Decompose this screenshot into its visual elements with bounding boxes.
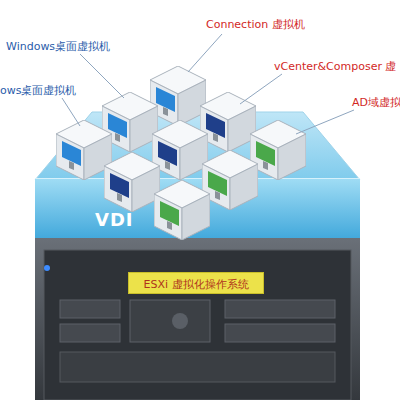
callout-label: vCenter&Composer 虚: [274, 60, 396, 73]
callout-label: AD域虚拟: [352, 96, 400, 109]
vm-cube: [150, 66, 206, 126]
server-panel: [44, 250, 351, 400]
power-button: [172, 313, 188, 329]
callout-label: Connection 虚拟机: [206, 18, 305, 31]
leader-line: [62, 98, 80, 126]
leader-line: [296, 110, 354, 134]
led: [44, 265, 50, 271]
drive-bay: [225, 300, 335, 318]
callout-label: Windows桌面虚拟机: [6, 40, 110, 53]
vm-cube: [152, 120, 208, 180]
drive-bay: [130, 300, 210, 342]
vm-cube: [250, 120, 306, 180]
drive-bay: [60, 300, 120, 318]
leader-line: [188, 34, 222, 72]
vm-cube: [200, 92, 256, 152]
os-label-box: ESXi 虚拟化操作系统: [128, 272, 264, 294]
vm-cube: [56, 120, 112, 180]
callout-label: ows桌面虚拟机: [0, 84, 76, 97]
node-text: VDI: [95, 209, 134, 230]
platform-top: [35, 112, 360, 180]
vent: [60, 352, 335, 382]
leader-line: [80, 54, 124, 98]
drive-bay: [60, 324, 120, 342]
leader-line: [240, 74, 282, 104]
drive-bay: [225, 324, 335, 342]
node-text: ESXi 虚拟化操作系统: [129, 277, 263, 292]
server-body: [35, 238, 360, 400]
